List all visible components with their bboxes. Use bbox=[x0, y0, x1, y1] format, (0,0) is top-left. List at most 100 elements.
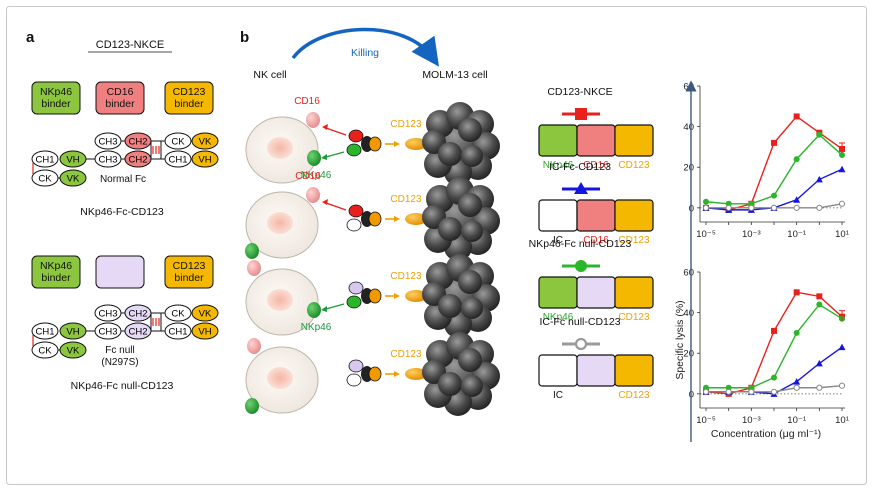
scheme-right-label: CD123 bbox=[618, 160, 650, 171]
marker-open-circle-icon bbox=[574, 337, 588, 351]
x-tick-label: 10⁻³ bbox=[742, 229, 761, 240]
y-tick-label: 40 bbox=[683, 122, 694, 133]
data-point bbox=[816, 204, 823, 211]
cd123-label: CD123 bbox=[390, 194, 422, 205]
data-point bbox=[838, 382, 846, 389]
dom2-vk-a: VK bbox=[199, 309, 212, 320]
cd16-receptor bbox=[306, 112, 320, 128]
scheme-right-label: CD123 bbox=[618, 312, 650, 323]
scheme-left-label: IC bbox=[553, 390, 563, 401]
cd16-receptor bbox=[247, 260, 261, 276]
dom-ch3-a: CH3 bbox=[98, 137, 117, 148]
x-tick-label: 10¹ bbox=[835, 229, 849, 240]
marker-square-icon bbox=[575, 108, 587, 120]
data-point bbox=[771, 192, 777, 199]
y-axis-label: Specific lysis (%) bbox=[674, 300, 686, 379]
construct-2-name: NKp46-Fc null-CD123 bbox=[71, 380, 174, 392]
cd123-label: CD123 bbox=[390, 349, 422, 360]
y-tick-label: 20 bbox=[683, 349, 694, 360]
data-point bbox=[815, 175, 823, 183]
cd16-label: CD16 bbox=[295, 171, 321, 182]
fc-null-label: Fc null bbox=[105, 345, 134, 356]
cd123-receptor bbox=[405, 213, 427, 225]
nkp46-label: NKp46 bbox=[301, 170, 332, 181]
cd16-label: CD16 bbox=[294, 96, 320, 107]
cd123-receptor bbox=[405, 290, 427, 302]
dom2-ch1-a: CH1 bbox=[35, 327, 54, 338]
nkp46-receptor bbox=[245, 243, 259, 259]
scheme-right-label: CD123 bbox=[618, 235, 650, 246]
data-point bbox=[748, 204, 755, 211]
scheme-left-label: IC bbox=[553, 235, 563, 246]
y-tick-label: 20 bbox=[683, 163, 694, 174]
nk-cell bbox=[245, 191, 319, 259]
dom-ch2-b: CH2 bbox=[128, 155, 147, 166]
construct-name: NKp46-Fc null-CD123 bbox=[529, 238, 632, 250]
dom-ck-b: CK bbox=[38, 174, 52, 185]
data-point bbox=[793, 384, 800, 391]
marker-triangle-icon bbox=[574, 182, 588, 194]
y-tick-label: 60 bbox=[683, 268, 694, 279]
marker-circle-icon bbox=[575, 260, 587, 272]
nk-cell-label: NK cell bbox=[253, 69, 286, 81]
data-point bbox=[748, 388, 755, 395]
nk-cell bbox=[245, 116, 319, 184]
series-4 bbox=[702, 200, 846, 211]
data-point bbox=[771, 139, 777, 146]
killing-label: Killing bbox=[351, 47, 379, 59]
data-point bbox=[702, 204, 710, 211]
cd123-receptor bbox=[405, 368, 427, 380]
dom2-ch1-b: CH1 bbox=[168, 327, 187, 338]
molm-cell-label: MOLM-13 cell bbox=[422, 69, 487, 81]
killing-arrow bbox=[291, 27, 440, 67]
data-point bbox=[793, 204, 800, 211]
molm13-cell bbox=[422, 254, 500, 338]
antibody-molecule bbox=[346, 359, 382, 387]
nkp46-receptor bbox=[245, 398, 259, 414]
normal-fc-label: Normal Fc bbox=[100, 174, 146, 185]
dom-ch2-a: CH2 bbox=[128, 137, 147, 148]
dom2-ck-b: CK bbox=[38, 346, 52, 357]
construct-1-name: NKp46-Fc-CD123 bbox=[80, 206, 164, 218]
data-point bbox=[725, 388, 732, 395]
data-point bbox=[793, 378, 801, 385]
dom-ch3-b: CH3 bbox=[98, 155, 117, 166]
nk-cell bbox=[245, 346, 319, 414]
scheme-mid-label: CD16 bbox=[583, 235, 609, 246]
y-tick-label: 40 bbox=[683, 308, 694, 319]
dom-ch1-b: CH1 bbox=[168, 155, 187, 166]
data-point bbox=[771, 374, 777, 381]
data-point bbox=[793, 196, 801, 203]
data-point bbox=[816, 301, 823, 308]
nkp46-label: NKp46 bbox=[301, 322, 332, 333]
panel-b: b Killing NK cell MOLM-13 cell CD16NKp46… bbox=[240, 27, 654, 416]
cd123-label: CD123 bbox=[390, 119, 422, 130]
molm13-cell bbox=[422, 102, 500, 186]
scheme-left-label: NKp46 bbox=[543, 312, 574, 323]
antibody-molecule bbox=[346, 204, 382, 232]
y-tick-label: 60 bbox=[683, 82, 694, 93]
dom2-ch3-b: CH3 bbox=[98, 327, 117, 338]
antibody-molecule bbox=[346, 281, 382, 309]
molm13-cell bbox=[422, 177, 500, 261]
cd123-receptor bbox=[405, 138, 427, 150]
construct-name: IC-Fc-CD123 bbox=[549, 161, 611, 173]
dom2-ch2-b: CH2 bbox=[128, 327, 147, 338]
molm13-cell bbox=[422, 332, 500, 416]
